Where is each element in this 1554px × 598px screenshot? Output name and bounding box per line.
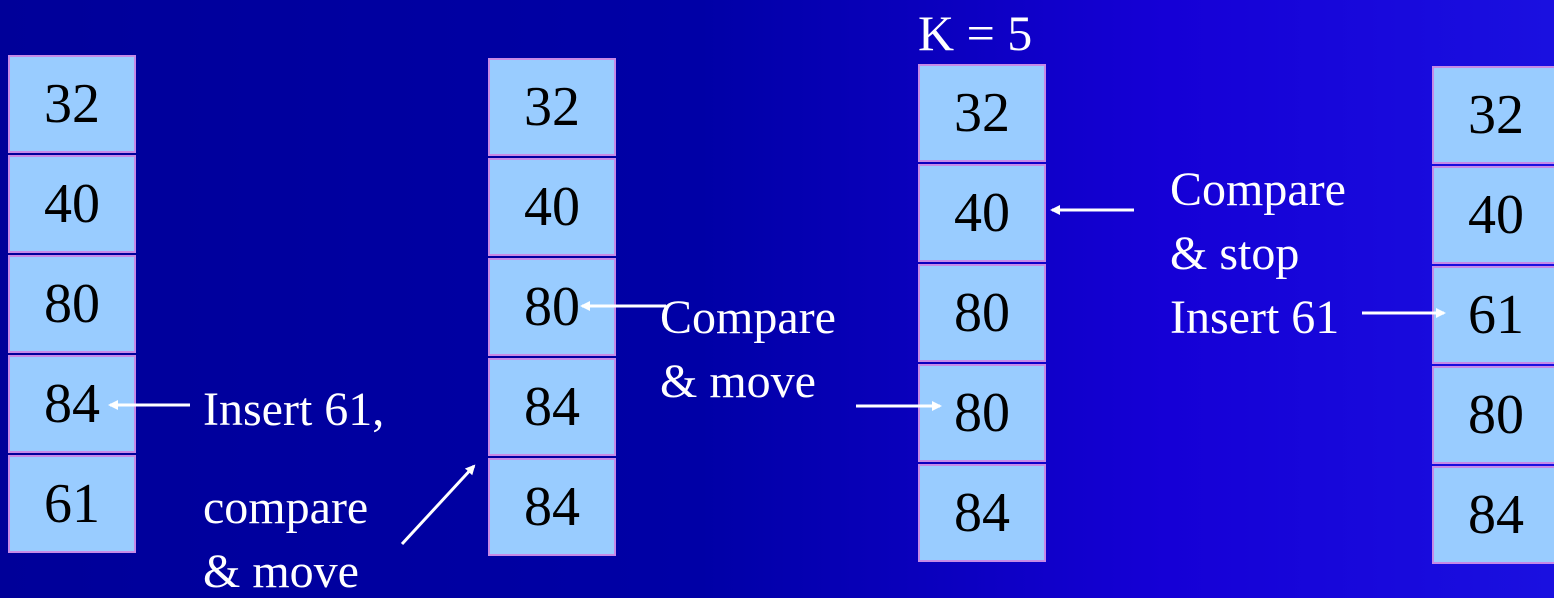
array-cell: 80 bbox=[918, 364, 1046, 462]
array-cell: 40 bbox=[8, 155, 136, 253]
array-cell: 80 bbox=[1432, 366, 1554, 464]
array-cell: 32 bbox=[918, 64, 1046, 162]
move-label-1: & move bbox=[203, 545, 359, 598]
array-column-2: 32 40 80 84 84 bbox=[488, 58, 616, 558]
array-cell: 61 bbox=[8, 455, 136, 553]
array-cell: 84 bbox=[8, 355, 136, 453]
array-cell: 32 bbox=[488, 58, 616, 156]
compare-label-2: Compare bbox=[660, 291, 836, 344]
compare-label-1: compare bbox=[203, 481, 369, 534]
array-cell: 32 bbox=[8, 55, 136, 153]
k-value-label: K = 5 bbox=[918, 5, 1033, 61]
array-column-4: 32 40 61 80 84 bbox=[1432, 66, 1554, 566]
array-cell: 61 bbox=[1432, 266, 1554, 364]
array-column-3: 32 40 80 80 84 bbox=[918, 64, 1046, 564]
array-cell: 84 bbox=[488, 458, 616, 556]
arrow-compare-diagonal bbox=[400, 464, 476, 546]
array-cell: 80 bbox=[8, 255, 136, 353]
array-column-1: 32 40 80 84 61 bbox=[8, 55, 136, 555]
stop-label-3: & stop bbox=[1170, 227, 1300, 280]
array-cell: 80 bbox=[918, 264, 1046, 362]
array-cell: 40 bbox=[488, 158, 616, 256]
array-cell: 40 bbox=[1432, 166, 1554, 264]
array-cell: 32 bbox=[1432, 66, 1554, 164]
array-cell: 80 bbox=[488, 258, 616, 356]
array-cell: 84 bbox=[918, 464, 1046, 562]
array-cell: 84 bbox=[1432, 466, 1554, 564]
array-cell: 40 bbox=[918, 164, 1046, 262]
insert-label-1: Insert 61, bbox=[203, 383, 385, 436]
compare-label-3: Compare bbox=[1170, 163, 1346, 216]
move-label-2: & move bbox=[660, 355, 816, 408]
insert-label-3: Insert 61 bbox=[1170, 291, 1340, 344]
array-cell: 84 bbox=[488, 358, 616, 456]
